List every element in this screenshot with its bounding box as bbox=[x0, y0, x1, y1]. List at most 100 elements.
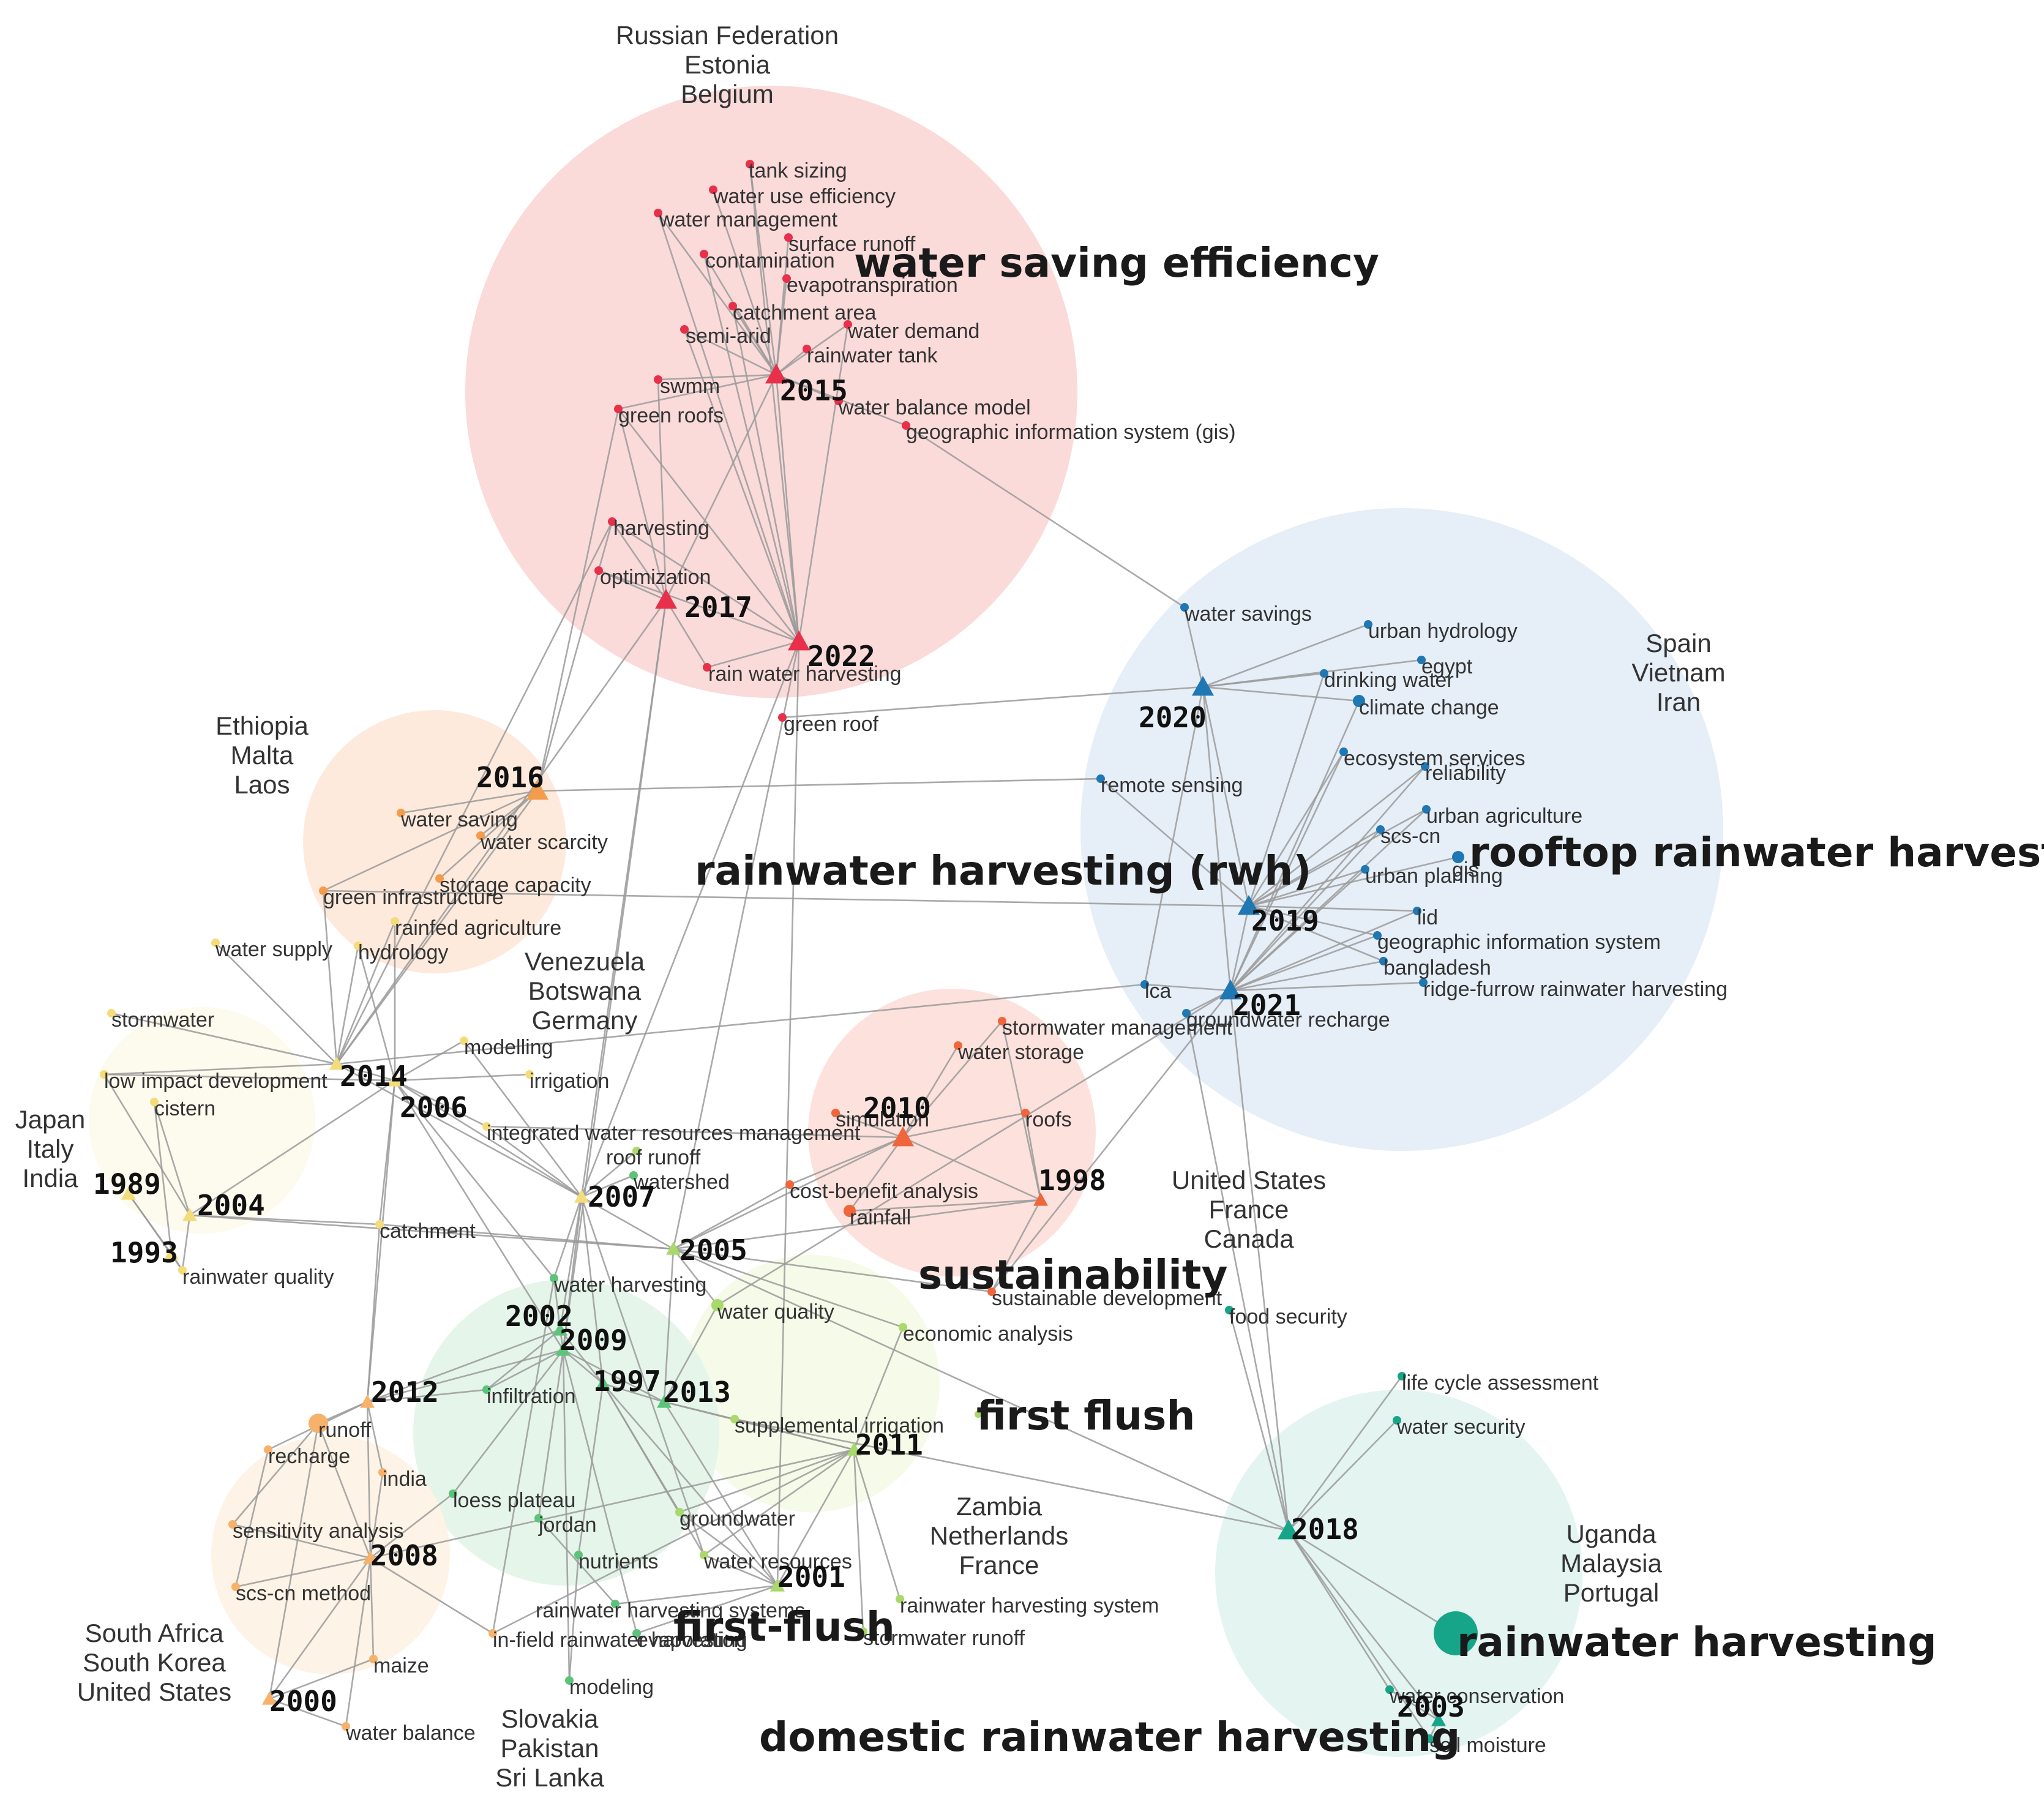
keyword-node[interactable] bbox=[844, 1205, 856, 1217]
keyword-node[interactable] bbox=[1421, 762, 1429, 771]
keyword-node[interactable] bbox=[629, 1171, 638, 1180]
keyword-node[interactable] bbox=[784, 233, 793, 242]
keyword-node[interactable] bbox=[803, 345, 811, 353]
keyword-node[interactable] bbox=[1422, 805, 1431, 814]
year-node[interactable] bbox=[770, 1578, 785, 1592]
year-node[interactable] bbox=[574, 1189, 589, 1203]
keyword-node[interactable] bbox=[1182, 1009, 1191, 1017]
keyword-node[interactable] bbox=[709, 185, 717, 194]
year-node[interactable] bbox=[655, 589, 677, 609]
year-node[interactable] bbox=[164, 1246, 179, 1260]
keyword-node[interactable] bbox=[902, 421, 910, 430]
keyword-node[interactable] bbox=[831, 1109, 840, 1117]
keyword-node[interactable] bbox=[211, 938, 220, 947]
keyword-node[interactable] bbox=[1413, 907, 1421, 915]
year-node[interactable] bbox=[847, 1442, 861, 1456]
keyword-node[interactable] bbox=[369, 1655, 378, 1663]
keyword-node[interactable] bbox=[1140, 980, 1149, 989]
year-node[interactable] bbox=[553, 1322, 567, 1336]
keyword-node[interactable] bbox=[231, 1583, 240, 1591]
keyword-node[interactable] bbox=[611, 1600, 620, 1608]
keyword-node[interactable] bbox=[778, 713, 787, 722]
keyword-node[interactable] bbox=[680, 325, 689, 334]
keyword-node[interactable] bbox=[899, 1323, 907, 1332]
keyword-node[interactable] bbox=[1320, 669, 1328, 678]
keyword-node[interactable] bbox=[482, 1385, 491, 1394]
keyword-node[interactable] bbox=[228, 1520, 237, 1529]
keyword-node[interactable] bbox=[1385, 1685, 1394, 1694]
keyword-node[interactable] bbox=[1225, 1306, 1234, 1314]
keyword-node[interactable] bbox=[1353, 695, 1365, 707]
keyword-node[interactable] bbox=[342, 1722, 350, 1731]
keyword-node[interactable] bbox=[896, 1595, 904, 1603]
keyword-node[interactable] bbox=[534, 1514, 543, 1523]
keyword-node[interactable] bbox=[834, 397, 843, 405]
keyword-node[interactable] bbox=[654, 209, 662, 217]
year-node[interactable] bbox=[596, 1376, 610, 1390]
year-node[interactable] bbox=[1192, 676, 1214, 696]
keyword-node[interactable] bbox=[178, 1266, 187, 1275]
keyword-node[interactable] bbox=[703, 663, 711, 672]
year-node[interactable] bbox=[1238, 895, 1260, 915]
keyword-node[interactable] bbox=[654, 375, 662, 384]
keyword-node[interactable] bbox=[782, 274, 791, 283]
keyword-node[interactable] bbox=[565, 1676, 574, 1685]
year-node[interactable] bbox=[387, 1073, 402, 1087]
year-node[interactable] bbox=[892, 1126, 914, 1147]
keyword-node[interactable] bbox=[1398, 1372, 1406, 1381]
keyword-node[interactable] bbox=[449, 1489, 457, 1498]
year-node[interactable] bbox=[329, 1057, 344, 1070]
keyword-node[interactable] bbox=[844, 320, 852, 329]
keyword-node[interactable] bbox=[1373, 931, 1382, 940]
keyword-node[interactable] bbox=[354, 942, 362, 950]
keyword-node[interactable] bbox=[460, 1036, 468, 1045]
keyword-node[interactable] bbox=[525, 1070, 534, 1079]
keyword-node[interactable] bbox=[1361, 865, 1369, 874]
keyword-node[interactable] bbox=[1417, 656, 1426, 664]
keyword-node[interactable] bbox=[746, 160, 754, 168]
keyword-node[interactable] bbox=[319, 886, 328, 895]
keyword-node[interactable] bbox=[1096, 774, 1105, 783]
keyword-node[interactable] bbox=[728, 302, 737, 310]
keyword-node[interactable] bbox=[550, 1274, 558, 1283]
year-node[interactable] bbox=[1431, 1713, 1446, 1726]
keyword-node[interactable] bbox=[711, 1299, 724, 1311]
keyword-node[interactable] bbox=[107, 1009, 116, 1017]
keyword-node[interactable] bbox=[987, 1287, 996, 1296]
keyword-node[interactable] bbox=[1339, 747, 1348, 756]
keyword-node[interactable] bbox=[730, 1415, 739, 1423]
year-node[interactable] bbox=[360, 1395, 375, 1408]
keyword-node[interactable] bbox=[1419, 978, 1428, 987]
year-node[interactable] bbox=[1219, 980, 1241, 1000]
year-node[interactable] bbox=[666, 1242, 681, 1255]
keyword-node[interactable] bbox=[594, 566, 603, 575]
keyword-node[interactable] bbox=[785, 1180, 794, 1189]
keyword-node[interactable] bbox=[1379, 957, 1388, 965]
keyword-node[interactable] bbox=[1376, 825, 1385, 834]
keyword-node[interactable] bbox=[632, 1629, 641, 1638]
keyword-node[interactable] bbox=[614, 405, 623, 413]
keyword-node[interactable] bbox=[998, 1017, 1006, 1025]
year-node[interactable] bbox=[182, 1208, 197, 1221]
year-node[interactable] bbox=[1033, 1193, 1048, 1206]
keyword-node[interactable] bbox=[397, 809, 405, 817]
year-node[interactable] bbox=[788, 631, 810, 651]
keyword-node[interactable] bbox=[264, 1445, 272, 1454]
keyword-node[interactable] bbox=[391, 917, 399, 926]
keyword-node[interactable] bbox=[100, 1070, 108, 1079]
year-node[interactable] bbox=[526, 780, 548, 800]
year-node[interactable] bbox=[1278, 1519, 1300, 1540]
keyword-node[interactable] bbox=[954, 1041, 962, 1050]
year-node[interactable] bbox=[363, 1551, 378, 1564]
rainwater-harvesting-node[interactable] bbox=[1434, 1611, 1478, 1655]
keyword-node[interactable] bbox=[859, 1627, 867, 1636]
keyword-node[interactable] bbox=[700, 250, 708, 258]
keyword-node[interactable] bbox=[700, 1551, 708, 1559]
year-node[interactable] bbox=[121, 1186, 136, 1200]
keyword-node[interactable] bbox=[476, 831, 485, 840]
keyword-node[interactable] bbox=[1425, 1734, 1434, 1743]
keyword-node[interactable] bbox=[608, 517, 616, 526]
year-node[interactable] bbox=[556, 1343, 571, 1356]
keyword-node[interactable] bbox=[675, 1508, 684, 1516]
keyword-node[interactable] bbox=[1393, 1416, 1401, 1425]
